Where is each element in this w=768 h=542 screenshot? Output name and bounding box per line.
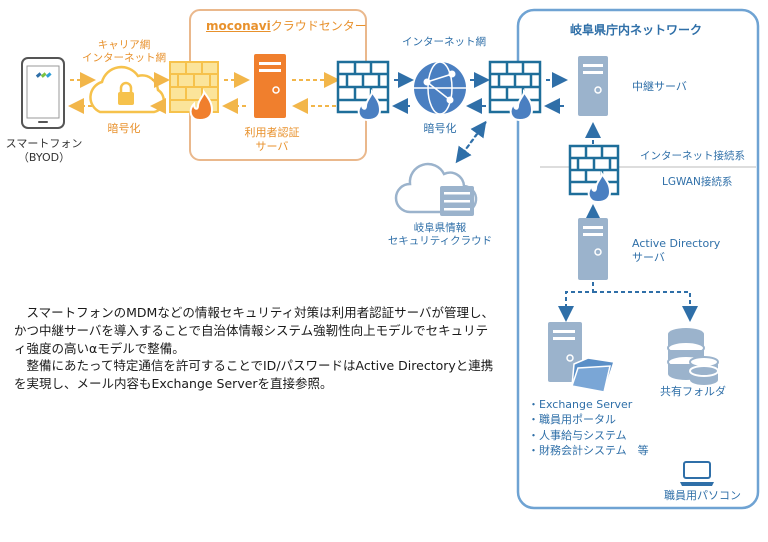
smartphone-icon — [21, 57, 65, 129]
relay-server-icon — [578, 56, 608, 116]
carrier-cloud-lock-icon — [89, 65, 165, 114]
gifu-network-title: 岐阜県庁内ネットワーク — [570, 23, 703, 37]
smartphone-label-line2: （BYOD） — [17, 150, 71, 164]
moconavi-center-title-rest: クラウドセンター — [270, 19, 367, 33]
auth-server-label: 利用者認証 サーバ — [236, 126, 308, 154]
internet-encryption-label: 暗号化 — [423, 122, 457, 135]
description-text: スマートフォンのMDMなどの情報セキュリティ対策は利用者認証サーバが管理し、かつ… — [14, 304, 494, 393]
carrier-label-line2: インターネット網 — [82, 52, 166, 65]
shared-folder-database-icon — [667, 328, 719, 385]
internet-globe-icon — [414, 61, 466, 115]
internet-firewall-left-icon — [336, 60, 390, 122]
internet-firewall-right-icon — [488, 60, 542, 122]
security-cloud-label-line2: セキュリティクラウド — [387, 235, 493, 248]
internal-system-item: ・Exchange Server — [528, 398, 633, 411]
ad-server-label: Active Directory サーバ — [632, 237, 720, 265]
internal-system-item: ・人事給与システム — [528, 428, 627, 442]
internal-systems-list: ・Exchange Server ・職員用ポータル ・人事給与システム ・財務会… — [528, 397, 649, 459]
internal-system-item: ・財務会計システム 等 — [528, 444, 649, 458]
shared-folder-label: 共有フォルダ — [660, 385, 726, 398]
ad-server-label-line1: Active Directory — [632, 237, 721, 250]
auth-server-icon — [254, 54, 286, 118]
exchange-server-folder-icon — [548, 322, 615, 393]
moconavi-center-title: moconaviクラウドセンター — [206, 19, 367, 34]
internal-system-item: ・職員用ポータル — [528, 413, 616, 427]
orange-firewall-icon — [169, 61, 219, 122]
security-cloud-icon — [394, 162, 478, 216]
security-cloud-label: 岐阜県情報 セキュリティクラウド — [384, 222, 496, 248]
description-paragraph-2: 整備にあたって特定通信を許可することでID/パスワードはActive Direc… — [14, 358, 494, 391]
smartphone-label: スマートフォン （BYOD） — [4, 137, 84, 165]
staff-laptop-icon — [680, 461, 714, 486]
auth-server-label-line2: サーバ — [255, 139, 289, 153]
gifu-network-box — [516, 8, 760, 510]
carrier-network-label: キャリア網 インターネット網 — [78, 39, 170, 65]
segment-firewall-icon — [568, 144, 620, 204]
relay-server-label: 中継サーバ — [632, 80, 687, 93]
ad-server-label-line2: サーバ — [632, 250, 665, 264]
security-cloud-label-line1: 岐阜県情報 — [413, 222, 467, 234]
description-paragraph-1: スマートフォンのMDMなどの情報セキュリティ対策は利用者認証サーバが管理し、かつ… — [14, 305, 494, 356]
lgwan-segment-label: LGWAN接続系 — [662, 176, 733, 188]
staff-pc-label: 職員用パソコン — [664, 489, 741, 502]
internet-network-label: インターネット網 — [402, 36, 486, 48]
ad-server-icon — [578, 218, 608, 280]
carrier-encryption-label: 暗号化 — [107, 122, 141, 135]
carrier-label-line1: キャリア網 — [97, 39, 151, 51]
smartphone-label-line1: スマートフォン — [5, 137, 83, 150]
auth-server-label-line1: 利用者認証 — [244, 126, 300, 139]
internet-segment-label: インターネット接続系 — [640, 150, 745, 162]
moconavi-brand: moconavi — [206, 19, 271, 33]
